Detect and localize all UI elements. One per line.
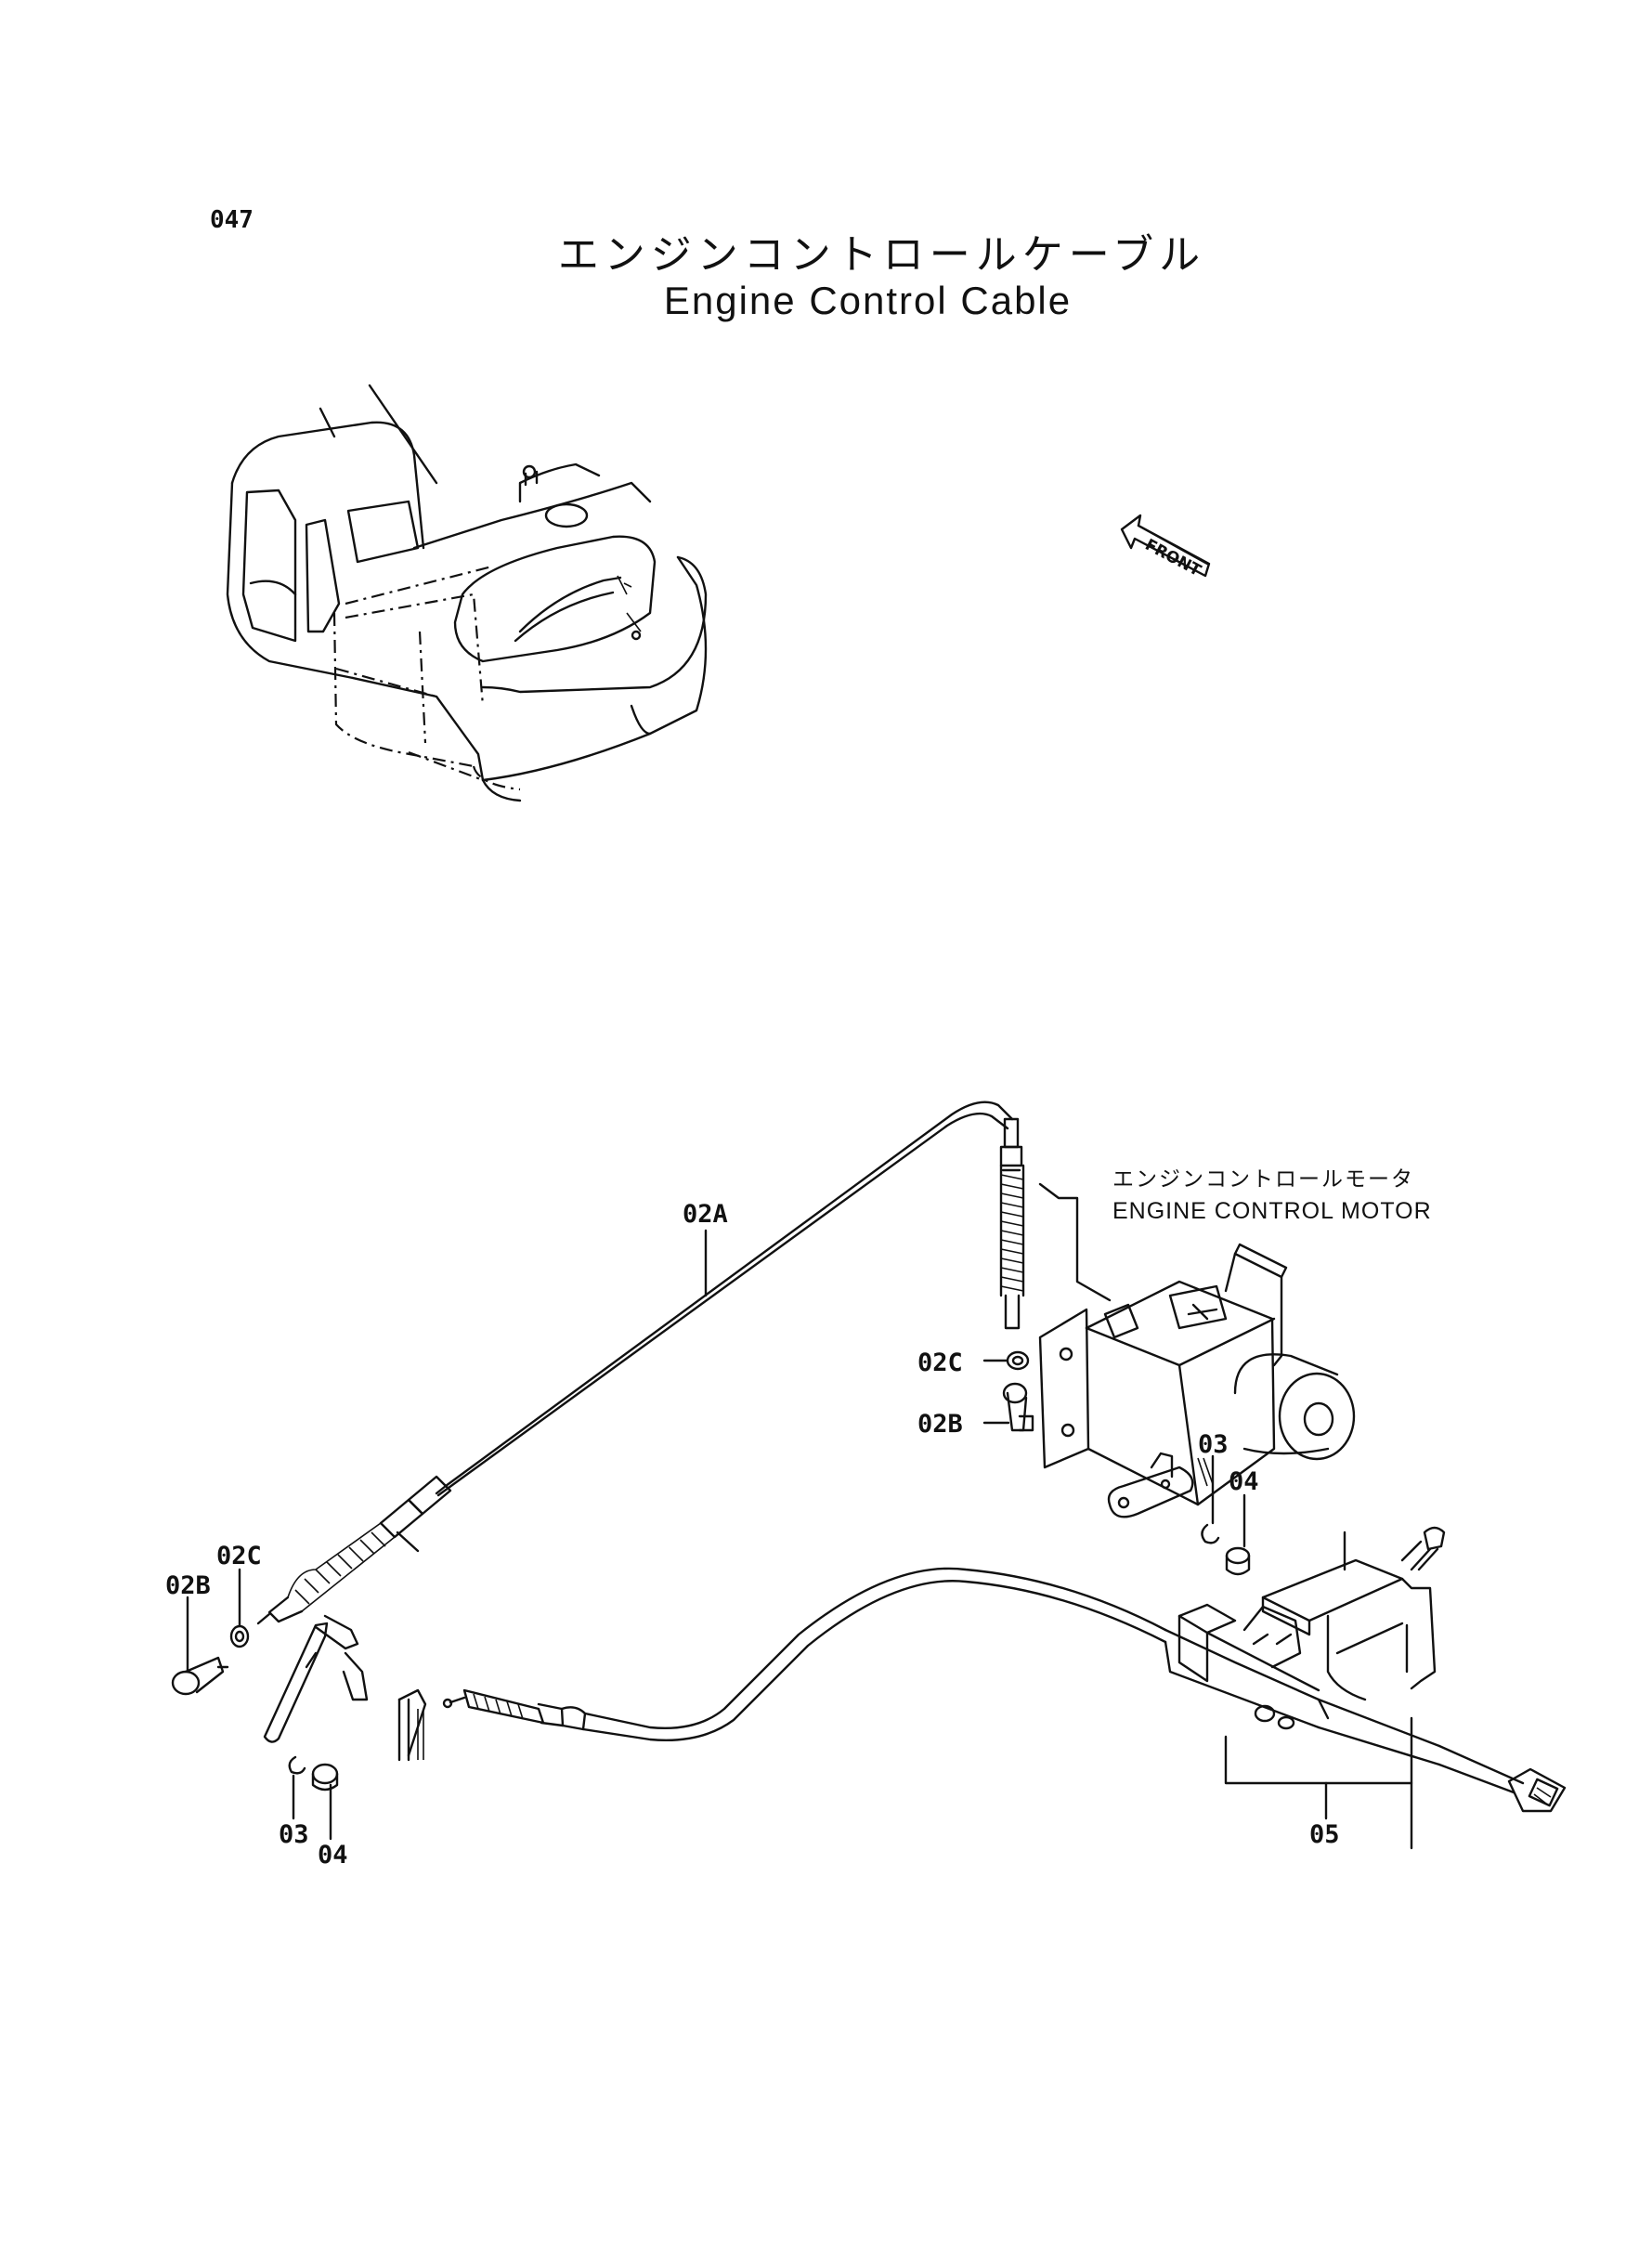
motor-label-japanese: エンジンコントロールモータ (1112, 1167, 1414, 1192)
callout-03-motor: 03 (1198, 1430, 1229, 1459)
nut-04-motor (1225, 1546, 1251, 1576)
motor-label-english: ENGINE CONTROL MOTOR (1112, 1198, 1432, 1224)
rod-end-02b-lever (171, 1656, 229, 1696)
callout-04-motor: 04 (1229, 1467, 1259, 1496)
callout-04-lever: 04 (318, 1841, 348, 1870)
cable-02a-lever-end (256, 1475, 452, 1625)
callout-03-lever: 03 (279, 1820, 309, 1849)
cable-02a-motor-end (999, 1117, 1025, 1330)
callout-02c-lever: 02C (216, 1542, 262, 1570)
title-english: Engine Control Cable (663, 279, 1073, 322)
callout-leader-lines (186, 1229, 1413, 1850)
engine-control-motor-illustration (1038, 1182, 1356, 1518)
cable-05 (442, 1567, 1167, 1741)
callout-02c-motor: 02C (917, 1348, 963, 1377)
cable-02a (436, 1101, 1014, 1497)
front-direction-arrow-icon: FRONT (1120, 514, 1211, 580)
nut-04-lever (311, 1763, 339, 1791)
clip-03-lever (288, 1755, 306, 1775)
sensor-bracket-illustration (1164, 1526, 1567, 1813)
callout-05: 05 (1309, 1820, 1340, 1849)
rod-end-02b-motor (1002, 1382, 1034, 1432)
callout-02b-motor: 02B (917, 1410, 963, 1439)
excavator-overview-illustration (226, 384, 708, 802)
nut-02c-motor (1006, 1350, 1030, 1371)
callout-02b-lever: 02B (165, 1571, 211, 1600)
title-japanese: エンジンコントロールケーブル (557, 231, 1206, 279)
page-number: 047 (210, 206, 254, 234)
callout-02a: 02A (683, 1200, 728, 1229)
pump-lever-illustration (263, 1614, 369, 1743)
nut-02c-lever (229, 1624, 250, 1648)
link-bracket-illustration (397, 1688, 427, 1762)
clip-03-motor (1201, 1523, 1220, 1544)
